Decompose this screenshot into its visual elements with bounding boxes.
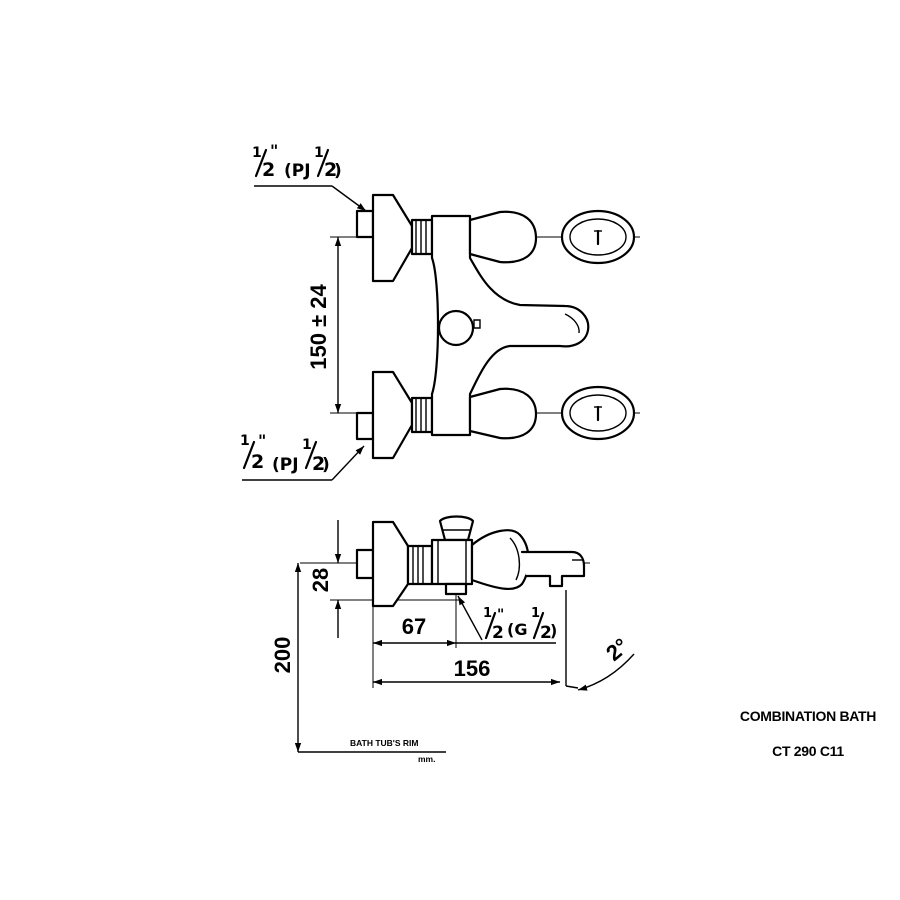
svg-text:): ): [550, 621, 557, 640]
svg-text:1: 1: [302, 437, 312, 453]
svg-text:1: 1: [531, 606, 540, 621]
drawing-title: COMBINATION BATH: [740, 708, 876, 724]
svg-text:(PJ: (PJ: [272, 455, 299, 475]
dim-156: 156: [454, 656, 491, 681]
unit-label: mm.: [418, 754, 435, 764]
svg-text:): ): [334, 161, 342, 181]
svg-text:): ): [322, 455, 330, 475]
inlet-top-label: 1 2 " (PJ 1 2 ): [252, 141, 367, 212]
dim-height-200: 200: [270, 637, 295, 674]
dim-spacing: 150 ± 24: [306, 284, 331, 370]
svg-text:2: 2: [324, 159, 337, 181]
svg-text:(PJ: (PJ: [284, 161, 311, 181]
svg-text:": ": [258, 431, 266, 450]
svg-text:1: 1: [483, 606, 492, 621]
svg-text:": ": [270, 141, 278, 160]
svg-text:2: 2: [492, 623, 504, 643]
rim-label: BATH TUB'S RIM: [350, 738, 418, 748]
angle-label: 2°: [601, 633, 633, 666]
svg-text:1: 1: [240, 433, 250, 449]
mixer-body: [430, 214, 590, 437]
svg-text:2: 2: [540, 623, 552, 643]
bottom-wall-flange: [355, 370, 434, 460]
inlet-bottom-label: 1 2 " (PJ 1 2 ): [240, 431, 365, 481]
svg-text:1: 1: [314, 145, 324, 161]
outlet-label: 1 2 " (G 1 2 ): [457, 595, 557, 643]
top-wall-flange: [355, 193, 434, 283]
dim-height-28: 28: [308, 568, 333, 592]
dim-67: 67: [402, 614, 426, 639]
model-number: CT 290 C11: [772, 743, 844, 759]
cold-handle-end-view: [560, 385, 636, 441]
svg-text:2: 2: [251, 451, 264, 473]
hot-handle: [468, 210, 538, 264]
hot-handle-end-view: [560, 209, 636, 265]
svg-text:": ": [497, 607, 504, 623]
svg-text:(G: (G: [507, 620, 527, 639]
cold-handle: [468, 387, 538, 440]
top-view: 150 ± 24 1 2 " (PJ 1 2 ) 1 2 " (PJ 1 2 ): [240, 141, 640, 481]
side-view: 28 200 BATH TUB'S RIM mm. 67 156 1 2 " (…: [270, 515, 635, 764]
svg-text:2: 2: [262, 159, 275, 181]
svg-text:1: 1: [252, 145, 262, 161]
svg-text:2: 2: [312, 453, 325, 475]
